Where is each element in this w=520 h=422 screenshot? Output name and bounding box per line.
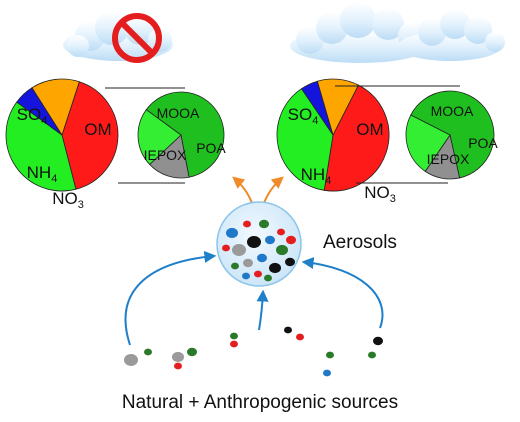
pie-slice-iepox (405, 114, 451, 172)
slice-label-poa: POA (196, 140, 226, 156)
pie-slice-om (5, 101, 77, 192)
source-particle (230, 332, 238, 340)
source-particle (323, 369, 331, 377)
source-arrows (124, 250, 384, 346)
source-particle (187, 347, 197, 357)
aerosol-particle (264, 274, 272, 282)
slice-label-nh: NH4 (301, 165, 332, 187)
aerosol-particle (242, 272, 250, 280)
source-particle (373, 336, 383, 346)
aerosol-particle (259, 219, 269, 229)
aerosol-particle (277, 228, 285, 236)
aerosol-particle (276, 244, 288, 256)
upward-arrows (232, 176, 284, 204)
source-particle (296, 333, 304, 341)
slice-label-nh: NH4 (27, 163, 58, 185)
aerosol-particle (265, 235, 275, 245)
source-particle (174, 362, 182, 370)
slice-label-no: NO3 (364, 183, 396, 205)
slice-label-mooa: MOOA (431, 103, 474, 119)
sphere-particles (222, 219, 296, 282)
source-particle (144, 348, 152, 356)
left-zoom-lines (105, 87, 185, 184)
slice-label-iepox: IEPOX (427, 151, 470, 167)
pie-slice-so (61, 81, 119, 190)
slice-label-om: OM (356, 120, 383, 139)
slice-label-om: OM (84, 120, 111, 139)
slice-label-so: SO4 (288, 105, 319, 127)
no-sign-icon (112, 13, 162, 63)
left-om-breakdown-pie: MOOA POA IEPOX (137, 91, 226, 179)
pie-slice-so (323, 84, 390, 192)
aerosol-particle (226, 227, 238, 239)
aerosol-particle (243, 258, 253, 268)
aerosol-particle (286, 235, 296, 245)
aerosol-particle (232, 244, 246, 256)
right-cloud (290, 2, 505, 63)
source-particle (326, 351, 334, 359)
pie-slice-nh (31, 78, 80, 136)
pie-slice-mooa (410, 90, 495, 179)
aerosol-particle (269, 262, 281, 274)
source-particle (172, 351, 184, 363)
pie-slice-om (276, 88, 334, 191)
right-zoom-lines (335, 85, 460, 184)
pie-slice-mooa (145, 91, 225, 178)
aerosol-particle (231, 262, 239, 270)
slice-label-mooa: MOOA (157, 105, 200, 121)
pie-slice-iepox (137, 109, 182, 166)
aerosol-particle (285, 257, 295, 267)
aerosol-particle (257, 253, 267, 263)
source-particle (124, 354, 138, 366)
aerosol-particle (243, 220, 251, 228)
slice-label-poa: POA (468, 135, 498, 151)
pie-slice-nh (316, 78, 359, 137)
aerosol-particle (254, 270, 262, 278)
source-particle (230, 340, 238, 348)
aerosol-particle (222, 244, 230, 252)
slice-label-so: SO4 (17, 105, 48, 127)
source-particle (284, 326, 292, 334)
sources-caption: Natural + Anthropogenic sources (121, 392, 399, 413)
slice-label-no: NO3 (52, 189, 84, 211)
slice-label-iepox: IEPOX (144, 147, 187, 163)
aerosols-label: Aerosols (323, 232, 397, 253)
source-particle (368, 351, 376, 359)
aerosol-particle (247, 236, 261, 248)
source-particles (124, 326, 383, 377)
